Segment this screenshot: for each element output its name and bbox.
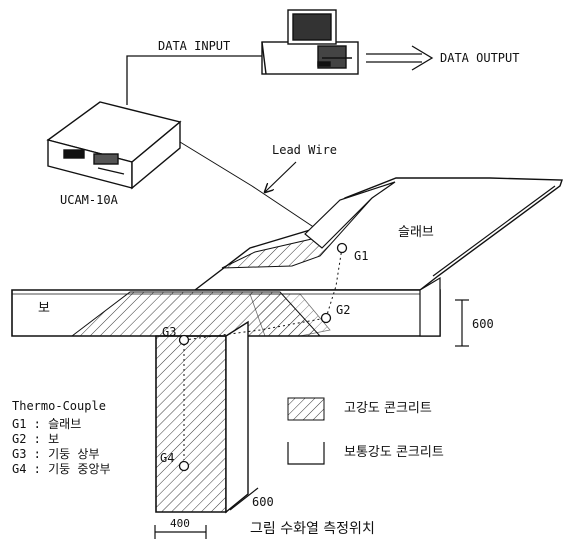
lead-wire-pointer bbox=[265, 161, 297, 192]
lead-wire-label: Lead Wire bbox=[272, 143, 338, 157]
legend-title: Thermo-Couple bbox=[12, 399, 106, 413]
computer-icon bbox=[261, 9, 359, 75]
legend-item-g2: G2 : 보 bbox=[12, 432, 60, 446]
lead-wire bbox=[179, 141, 343, 247]
legend-item-g4: G4 : 기둥 중앙부 bbox=[12, 462, 111, 476]
dim-600-depth-label: 600 bbox=[472, 317, 494, 331]
high-strength-zone-joint bbox=[249, 293, 331, 337]
slab-edge-line bbox=[432, 185, 556, 277]
slab-outline bbox=[192, 177, 563, 291]
girder-top bbox=[304, 181, 396, 249]
gauge-points bbox=[178, 242, 348, 472]
gauge-g2-label: G2 bbox=[336, 303, 351, 317]
gauge-g1-point bbox=[336, 242, 348, 254]
gauge-g4-point bbox=[178, 460, 190, 472]
gauge-g1-label: G1 bbox=[354, 249, 369, 263]
gauge-g4-label: G4 bbox=[160, 451, 175, 465]
column-front-face bbox=[155, 335, 227, 513]
legend-item-g1: G1 : 슬래브 bbox=[12, 417, 82, 431]
gauge-g2-point bbox=[320, 312, 332, 324]
dim-400-label: 400 bbox=[170, 517, 190, 530]
dim-600-side-label: 600 bbox=[252, 495, 274, 509]
dimension-beam-depth bbox=[455, 299, 469, 347]
beam-end-face bbox=[419, 276, 441, 337]
gauge-g3-point bbox=[178, 334, 190, 346]
column-side-face bbox=[225, 320, 249, 514]
gauge-wires bbox=[183, 247, 343, 460]
data-logger-icon bbox=[46, 101, 182, 190]
data-input-line bbox=[126, 55, 262, 105]
legend-swatch-high-strength bbox=[287, 397, 325, 421]
legend-item-g3: G3 : 기둥 상부 bbox=[12, 447, 100, 461]
dimension-column-side bbox=[229, 487, 259, 511]
legend-high-strength-label: 고강도 콘크리트 bbox=[344, 401, 432, 416]
data-input-label: DATA INPUT bbox=[158, 39, 231, 53]
legend-normal-strength-label: 보통강도 콘크리트 bbox=[344, 445, 444, 460]
figure-caption: 그림 수화열 측정위치 bbox=[250, 521, 375, 537]
slab-label: 슬래브 bbox=[398, 225, 434, 240]
data-output-arrow bbox=[366, 45, 434, 71]
data-output-label: DATA OUTPUT bbox=[440, 51, 520, 65]
beam-label: 보 bbox=[38, 301, 50, 316]
gauge-g3-label: G3 bbox=[162, 325, 177, 339]
dimension-column-width bbox=[154, 525, 207, 539]
logger-label: UCAM-10A bbox=[60, 193, 118, 207]
legend-swatch-normal-strength bbox=[287, 442, 325, 465]
